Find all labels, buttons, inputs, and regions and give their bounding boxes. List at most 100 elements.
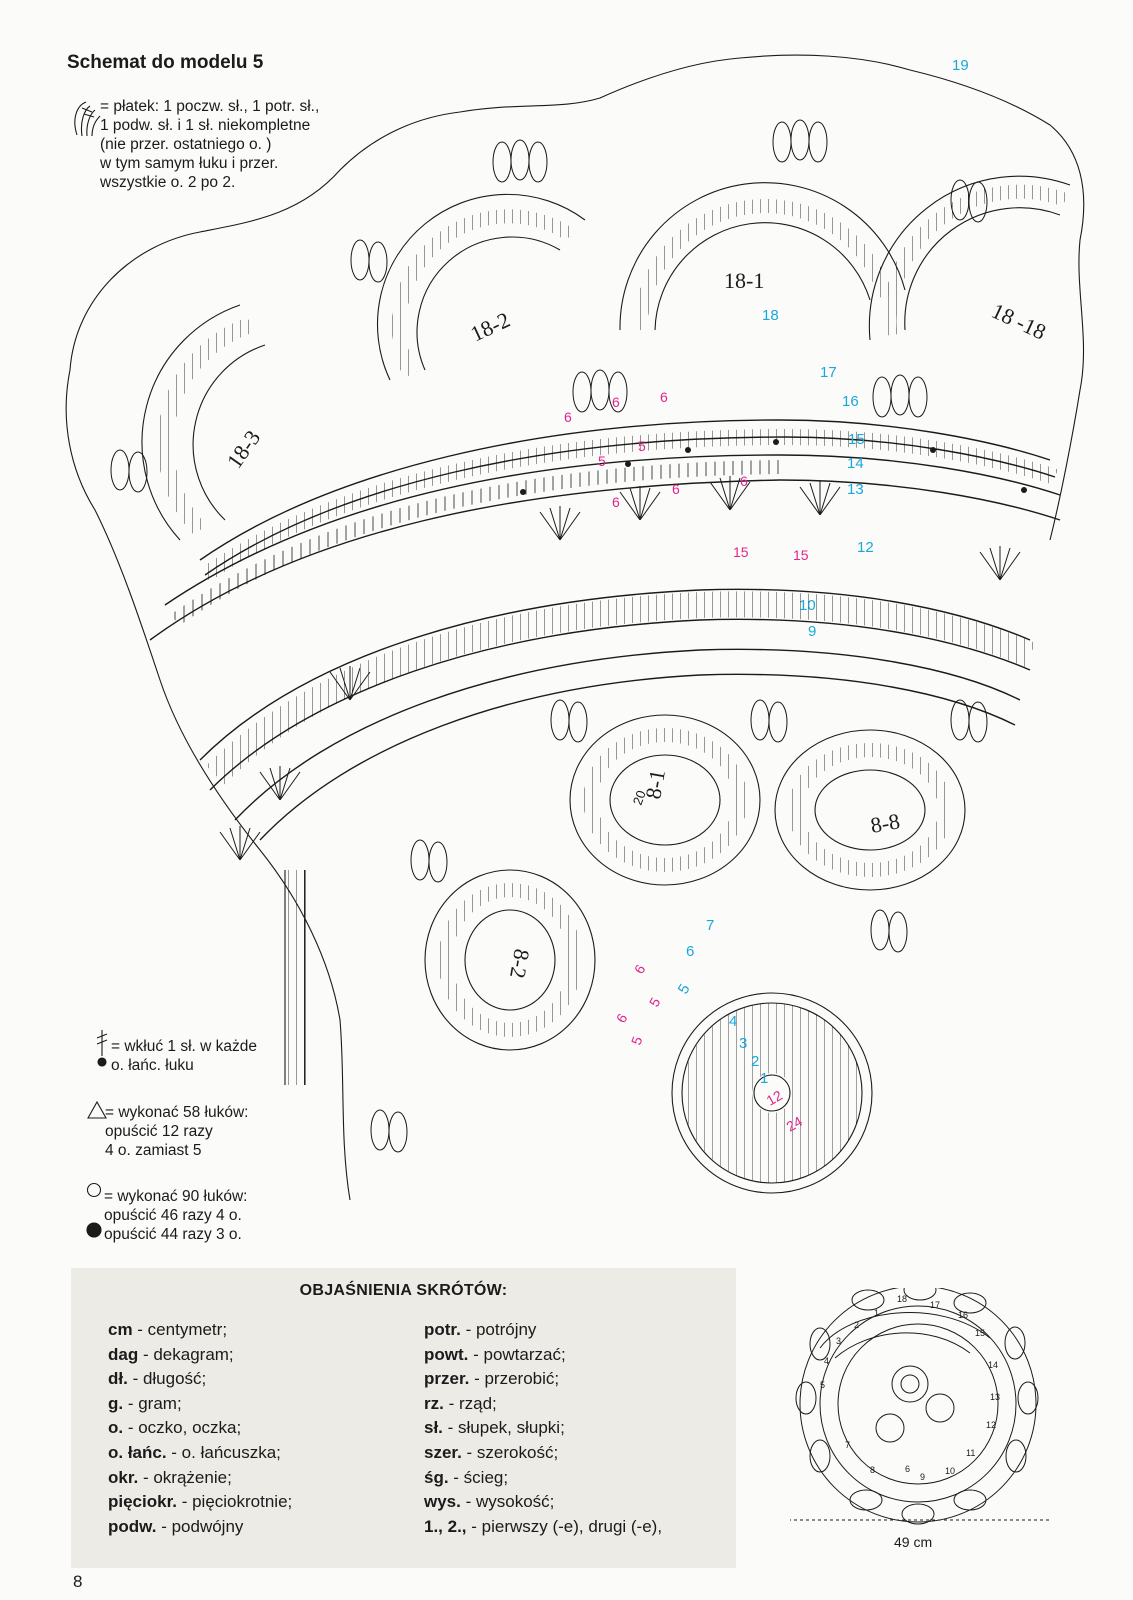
abbreviation-row: dag - dekagram; xyxy=(108,1343,292,1368)
abbreviation-meaning: - szerokość; xyxy=(461,1442,559,1462)
abbreviation-term: rz. xyxy=(424,1393,444,1413)
abbreviations-title: OBJAŚNIENIA SKRÓTÓW: xyxy=(299,1282,508,1299)
svg-text:6: 6 xyxy=(612,394,620,410)
abbreviation-meaning: - o. łańcuszka; xyxy=(166,1442,281,1462)
label-18-18: 18 -18 xyxy=(988,298,1050,345)
legend-symbols xyxy=(74,101,108,1238)
abbreviation-row: okr. - okrążenie; xyxy=(108,1466,292,1491)
abbreviation-term: dł. xyxy=(108,1369,128,1389)
svg-text:1: 1 xyxy=(874,1308,879,1318)
svg-text:8: 8 xyxy=(870,1465,875,1475)
abbreviation-term: okr. xyxy=(108,1467,139,1487)
svg-text:13: 13 xyxy=(990,1392,1000,1402)
lower-motifs xyxy=(424,714,966,1194)
abbreviation-row: przer. - przerobić; xyxy=(424,1367,662,1392)
svg-text:15: 15 xyxy=(975,1328,985,1338)
doily-thumbnail: 18 17 16 15 14 13 12 11 10 9 8 7 6 5 4 3… xyxy=(790,1288,1050,1525)
svg-text:4: 4 xyxy=(824,1356,829,1366)
svg-text:7: 7 xyxy=(845,1440,850,1450)
abbreviation-meaning: - centymetr; xyxy=(132,1320,228,1339)
svg-text:24: 24 xyxy=(784,1113,806,1135)
abbreviation-row: potr. - potrójny xyxy=(424,1318,662,1343)
svg-text:6: 6 xyxy=(686,943,694,960)
svg-text:5: 5 xyxy=(638,438,646,454)
svg-text:11: 11 xyxy=(966,1448,975,1458)
scallop-petals xyxy=(795,1288,1039,1525)
thumbnail-numbers: 18 17 16 15 14 13 12 11 10 9 8 7 6 5 4 3… xyxy=(820,1294,1000,1482)
abbreviation-meaning: - wysokość; xyxy=(460,1492,555,1512)
abbreviation-row: sł. - słupek, słupki; xyxy=(424,1416,662,1441)
svg-text:16: 16 xyxy=(842,393,859,410)
svg-text:19: 19 xyxy=(952,57,969,74)
dimension-label: 49 cm xyxy=(890,1534,937,1550)
svg-text:6: 6 xyxy=(660,389,668,405)
svg-text:5: 5 xyxy=(820,1380,825,1390)
abbreviation-row: g. - gram; xyxy=(108,1392,292,1417)
upper-motifs xyxy=(141,175,1071,541)
svg-text:7: 7 xyxy=(706,917,714,934)
svg-text:16: 16 xyxy=(958,1310,968,1320)
abbreviation-meaning: - pierwszy (-e), drugi (-e), xyxy=(466,1516,663,1536)
abbreviation-meaning: - słupek, słupki; xyxy=(442,1418,565,1438)
abbreviation-term: pięciokr. xyxy=(108,1492,177,1512)
abbreviation-meaning: - potrójny xyxy=(460,1320,537,1339)
abbreviation-term: g. xyxy=(108,1393,124,1413)
abbreviation-term: sł. xyxy=(424,1418,443,1438)
svg-text:10: 10 xyxy=(799,597,816,614)
triangle-symbol-icon xyxy=(87,1100,107,1119)
svg-text:6: 6 xyxy=(672,481,680,497)
label-18-3: 18-3 xyxy=(222,425,266,472)
label-8-2: 8-2 xyxy=(505,947,535,980)
abbreviation-row: pięciokr. - pięciokrotnie; xyxy=(108,1490,292,1515)
abbreviation-row: dł. - długość; xyxy=(108,1367,292,1392)
abbreviation-term: przer. xyxy=(424,1369,470,1389)
band-markers xyxy=(520,439,1027,495)
abbreviation-row: rz. - rząd; xyxy=(424,1392,662,1417)
abbreviation-term: o. łańc. xyxy=(108,1442,167,1462)
abbreviation-meaning: - dekagram; xyxy=(138,1344,234,1364)
platek-symbol-icon xyxy=(74,101,101,137)
abbreviation-term: dag xyxy=(108,1344,139,1364)
legend-platek-text: = płatek: 1 poczw. sł., 1 potr. sł., 1 p… xyxy=(100,98,320,191)
svg-text:17: 17 xyxy=(820,364,837,381)
abbreviation-row: podw. - podwójny xyxy=(108,1515,292,1540)
abbreviation-row: o. - oczko, oczka; xyxy=(108,1416,292,1441)
abbreviation-meaning: - podwójny xyxy=(156,1516,244,1536)
svg-text:9: 9 xyxy=(920,1472,925,1482)
svg-text:12: 12 xyxy=(986,1420,996,1430)
svg-text:14: 14 xyxy=(847,455,864,472)
abbreviation-term: śg. xyxy=(424,1467,449,1487)
page-number: 8 xyxy=(73,1572,83,1591)
svg-text:6: 6 xyxy=(905,1464,910,1474)
filled-circle-symbol-icon xyxy=(86,1222,102,1238)
abbreviation-term: podw. xyxy=(108,1516,157,1536)
svg-text:10: 10 xyxy=(945,1466,955,1476)
abbreviation-meaning: - ścieg; xyxy=(448,1467,509,1487)
abbreviation-meaning: - pięciokrotnie; xyxy=(176,1492,293,1512)
svg-text:18: 18 xyxy=(897,1294,907,1304)
abbreviations-panel xyxy=(71,1268,736,1568)
svg-text:1: 1 xyxy=(760,1070,768,1087)
svg-text:2: 2 xyxy=(854,1320,859,1330)
svg-text:6: 6 xyxy=(612,494,620,510)
abbreviation-row: wys. - wysokość; xyxy=(424,1490,662,1515)
svg-text:6: 6 xyxy=(613,1011,631,1026)
fan-motifs xyxy=(219,476,1021,861)
svg-text:6: 6 xyxy=(564,409,572,425)
legend-triangle-text: = wykonać 58 łuków: opuścić 12 razy 4 o.… xyxy=(105,1104,249,1159)
abbreviation-term: cm xyxy=(108,1320,133,1339)
label-18-1: 18-1 xyxy=(724,268,764,293)
svg-text:5: 5 xyxy=(646,995,664,1010)
abbreviation-term: powt. xyxy=(424,1344,469,1364)
count-20: 20 xyxy=(630,788,649,807)
svg-text:5: 5 xyxy=(675,981,694,997)
svg-text:17: 17 xyxy=(930,1300,940,1310)
abbreviation-row: szer. - szerokość; xyxy=(424,1441,662,1466)
abbreviation-row: cm - centymetr; xyxy=(108,1318,292,1343)
label-18-2: 18-2 xyxy=(467,307,514,347)
abbreviation-row: o. łańc. - o. łańcuszka; xyxy=(108,1441,292,1466)
svg-text:3: 3 xyxy=(739,1035,747,1052)
abbreviations-left-column: cm - centymetr;dag - dekagram;dł. - dług… xyxy=(108,1318,292,1539)
